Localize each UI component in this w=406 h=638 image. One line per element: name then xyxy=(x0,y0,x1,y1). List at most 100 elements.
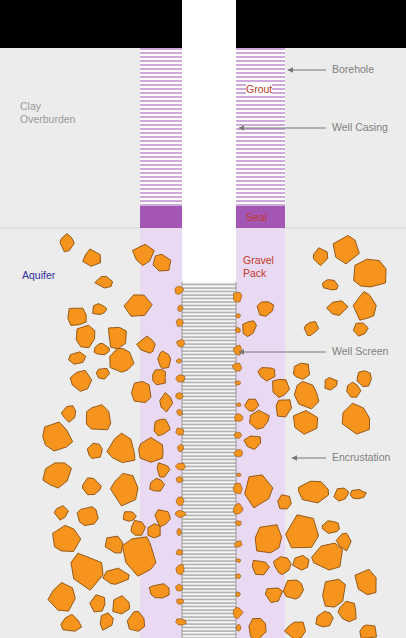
gravel-rock xyxy=(299,481,329,503)
gravel-rock xyxy=(69,352,86,364)
gravel-rock xyxy=(43,422,73,451)
gravel-rock xyxy=(160,393,173,412)
well-casing xyxy=(182,0,236,282)
gravel-rock xyxy=(113,596,130,614)
encrustation-deposit xyxy=(236,574,241,578)
seal-left xyxy=(140,206,182,228)
gravel-rock xyxy=(105,536,123,553)
encrustation-deposit xyxy=(232,363,242,371)
gravel-rock xyxy=(71,553,103,590)
gravel-rock xyxy=(322,521,339,534)
encrustation-deposit xyxy=(176,619,187,625)
gravel-rock xyxy=(90,595,105,612)
encrustation-deposit xyxy=(176,359,181,364)
gravel-rock xyxy=(276,400,291,417)
encrustation-deposit xyxy=(236,592,240,597)
gravel-rock xyxy=(153,254,171,271)
encrustation-deposit xyxy=(177,529,181,536)
encrustation-deposit xyxy=(176,375,185,382)
gravel-rock xyxy=(43,463,72,488)
seal-label: Seal xyxy=(246,211,267,224)
well-screen xyxy=(182,282,236,638)
gravel-rock xyxy=(257,302,273,316)
encrustation-deposit xyxy=(233,292,241,302)
encrustation-deposit xyxy=(234,449,243,456)
gravel-rock xyxy=(360,625,377,638)
encrustation-deposit xyxy=(233,503,243,514)
gravel-rock xyxy=(243,321,257,337)
gravel-rock xyxy=(127,611,144,631)
seal-right xyxy=(236,206,285,228)
encrustation-deposit xyxy=(235,327,240,332)
encrustation-deposit xyxy=(176,584,183,591)
grout-left xyxy=(140,48,182,206)
gravel-rock xyxy=(100,613,113,630)
encrustation-deposit xyxy=(234,414,242,422)
gravel-rock xyxy=(96,368,109,379)
gravel-rock xyxy=(158,351,171,368)
gravel-rock xyxy=(153,370,166,385)
gravel-rock xyxy=(255,525,281,553)
gravel-rock xyxy=(110,473,138,506)
encrustation-deposit xyxy=(235,521,241,526)
gravel-rock xyxy=(284,622,305,638)
gravel-rock xyxy=(273,379,290,397)
encrustation-deposit xyxy=(236,624,241,631)
gravel-rock xyxy=(109,327,127,348)
gravel-pack-label: Gravel Pack xyxy=(243,254,283,279)
encrustation-deposit xyxy=(177,340,185,348)
gravel-rock xyxy=(322,280,338,290)
encrustation-deposit xyxy=(175,286,184,294)
gravel-rock xyxy=(293,555,309,570)
gravel-rock xyxy=(274,557,291,575)
gravel-rock xyxy=(70,370,91,391)
gravel-rock xyxy=(283,580,303,599)
gravel-rock xyxy=(83,249,101,266)
encrustation-deposit xyxy=(176,549,182,555)
gravel-rock xyxy=(131,381,151,402)
grout-right xyxy=(236,48,285,206)
gravel-rock xyxy=(122,537,156,576)
encrustation-deposit xyxy=(177,599,184,604)
gravel-rock xyxy=(245,399,259,411)
leader-line xyxy=(292,458,326,459)
encrustation-deposit xyxy=(176,476,183,483)
gravel-rock xyxy=(334,488,349,501)
gravel-rock xyxy=(353,292,376,321)
gravel-rock xyxy=(250,410,270,429)
gravel-rock xyxy=(354,259,386,287)
encrustation-deposit xyxy=(233,483,242,494)
gravel-rock xyxy=(76,325,95,347)
gravel-rock xyxy=(316,611,333,627)
gravel-rock xyxy=(94,343,109,355)
encrustation-deposit xyxy=(236,403,241,406)
gravel-rock xyxy=(53,525,81,551)
gravel-rock xyxy=(124,295,152,316)
encrustation-deposit xyxy=(236,559,241,562)
encrustation-deposit xyxy=(236,314,241,318)
casing-label: Well Casing xyxy=(332,121,388,134)
layer-label: Aquifer xyxy=(22,269,55,282)
gravel-rock xyxy=(293,411,317,435)
screen-label: Well Screen xyxy=(332,345,388,358)
gravel-rock xyxy=(327,301,348,316)
gravel-rock xyxy=(244,436,261,449)
encrustation-deposit xyxy=(176,497,184,506)
gravel-rock xyxy=(60,233,74,251)
gravel-rock xyxy=(312,543,343,570)
gravel-rock xyxy=(95,276,113,288)
gravel-rock xyxy=(87,443,102,458)
gravel-rock xyxy=(150,478,165,491)
encrustation-deposit xyxy=(178,305,183,311)
layer-label: Clay Overburden xyxy=(20,100,82,125)
leader-line xyxy=(239,352,326,353)
gravel-rock xyxy=(77,507,98,526)
gravel-rock xyxy=(68,308,86,325)
gravel-rock xyxy=(258,368,275,381)
gravel-rock xyxy=(347,382,361,397)
gravel-rock xyxy=(342,403,369,434)
gravel-rock xyxy=(294,381,319,408)
gravel-rock xyxy=(336,533,351,551)
gravel-rock xyxy=(149,584,169,598)
gravel-rock xyxy=(313,248,327,266)
